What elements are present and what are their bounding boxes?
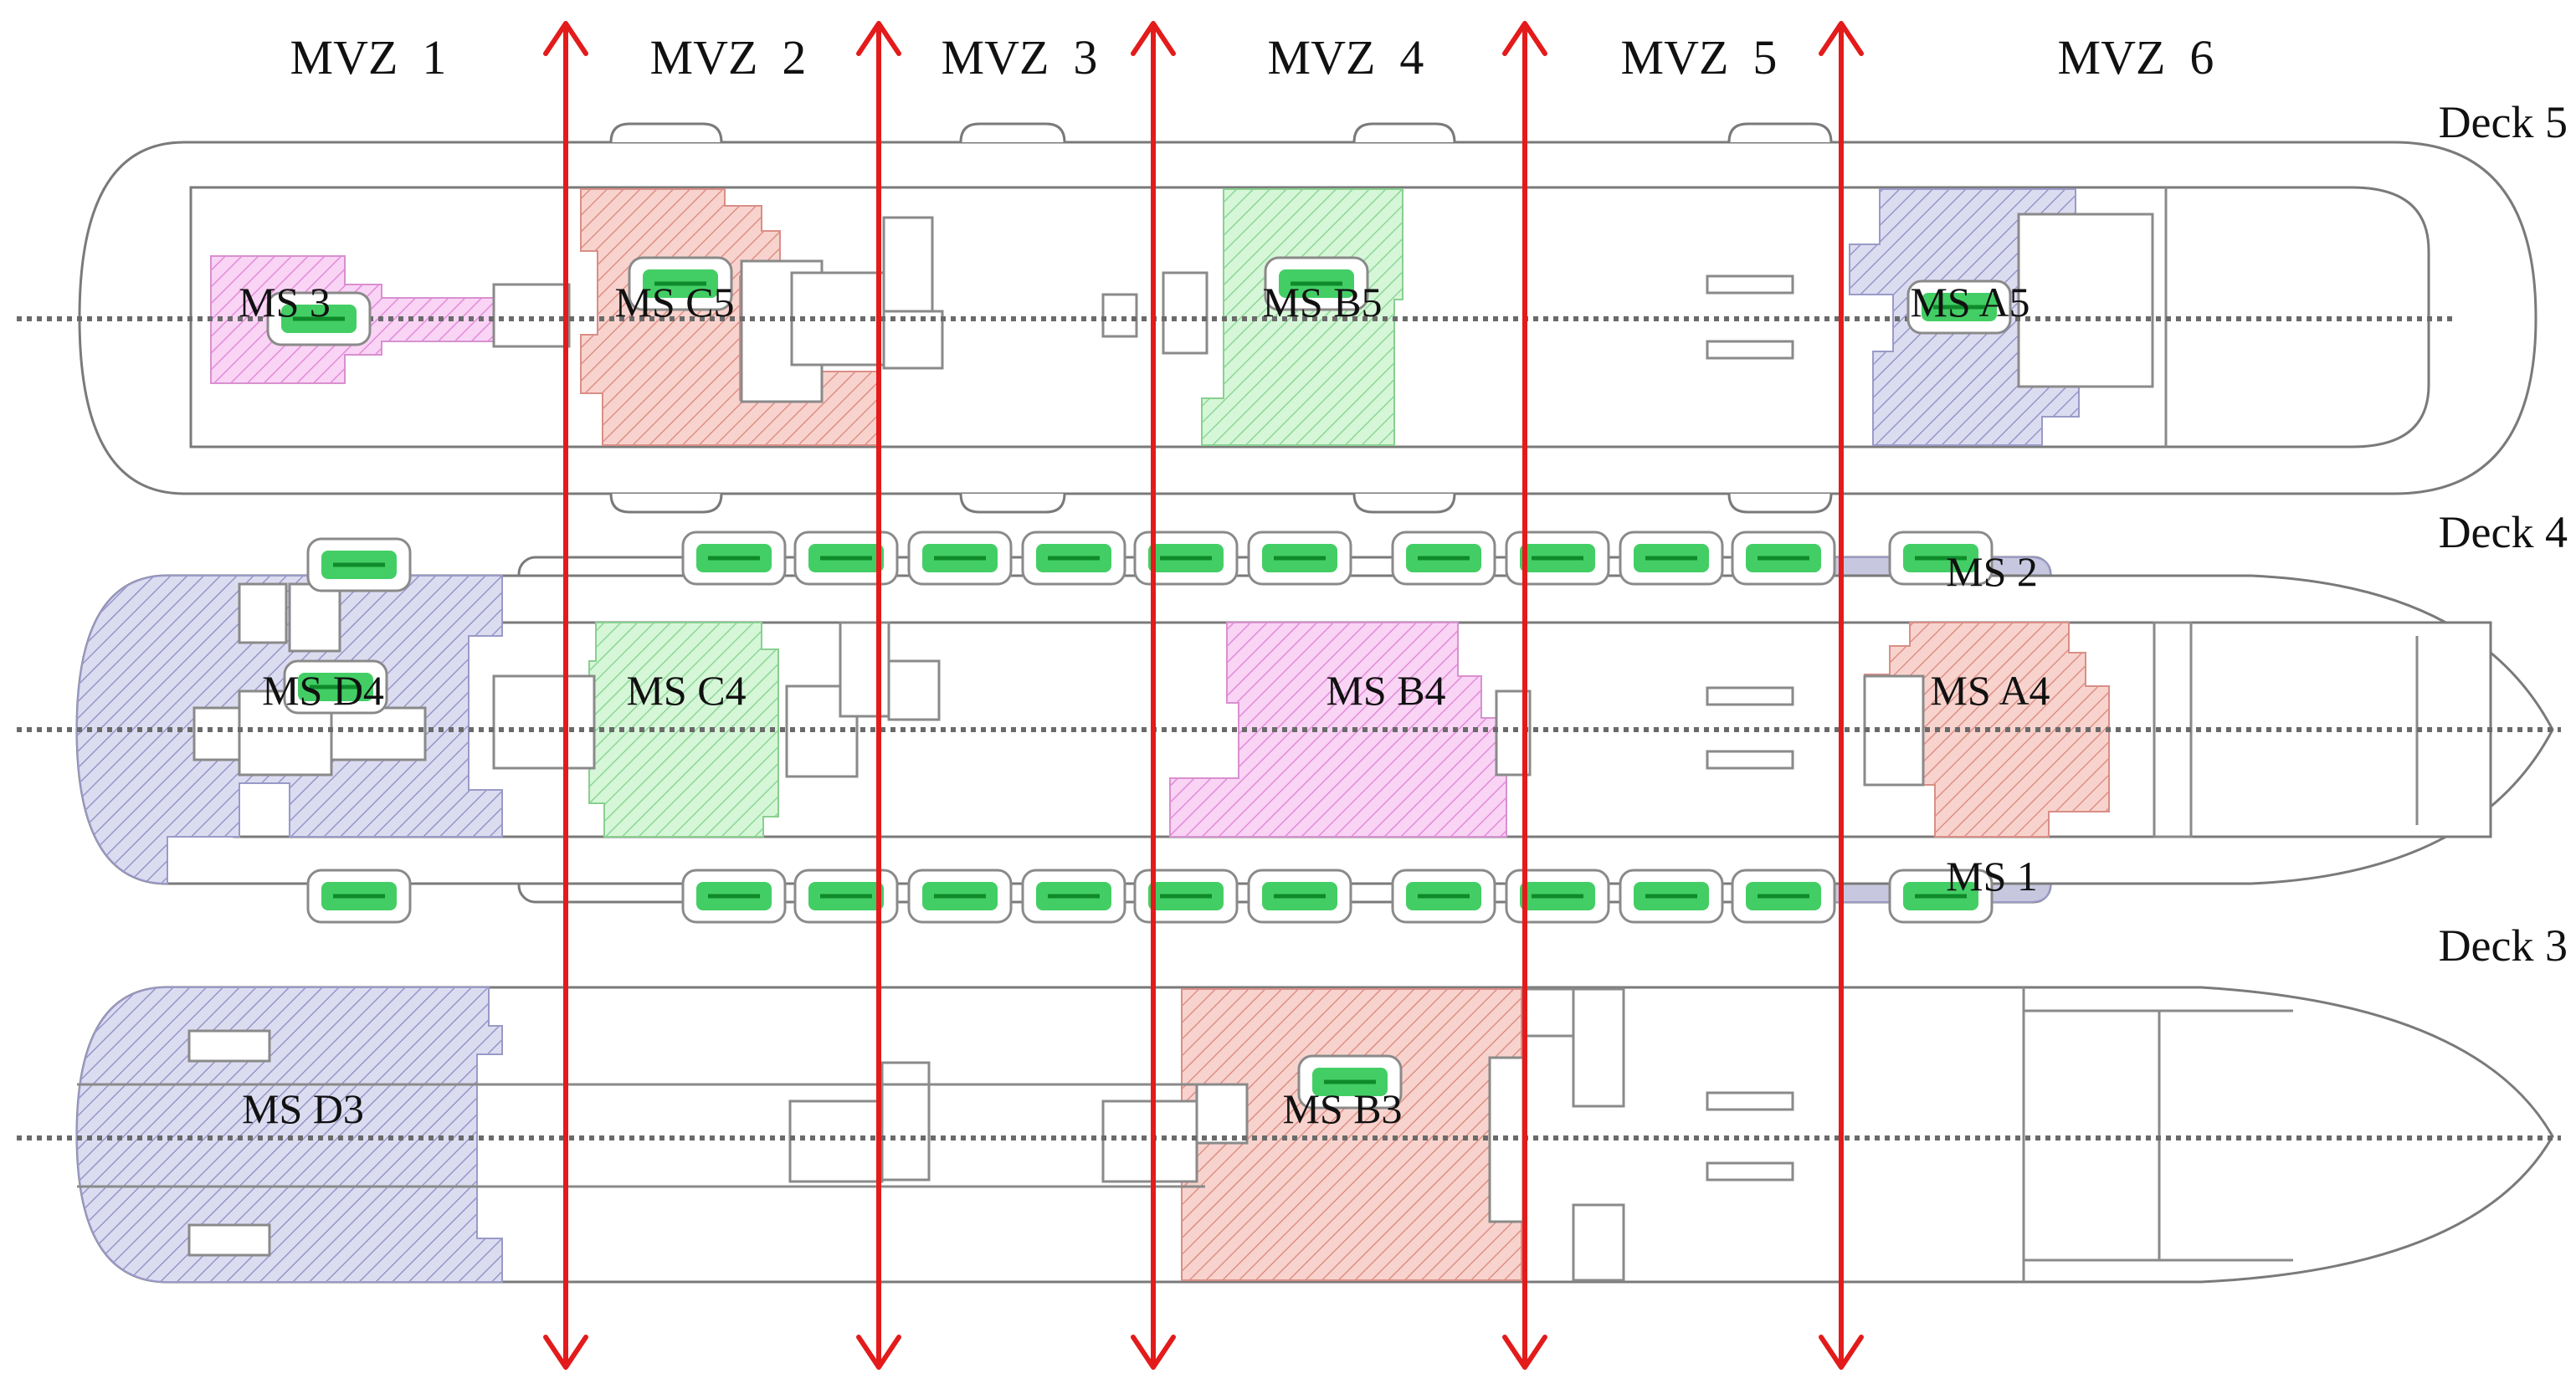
deck-5-msa5-label: MS A5 — [1910, 279, 2029, 325]
deck-label-4: Deck 4 — [2439, 507, 2568, 557]
deck-4-msd4-label: MS D4 — [262, 667, 384, 714]
zone-boundary-3-4 — [1131, 21, 1176, 1370]
deck-4-ms1-label: MS 1 — [1946, 853, 2038, 900]
deck-5-bumps — [609, 122, 1833, 514]
deck-3-structures — [187, 987, 1794, 1282]
zone-labels: MVZ 1 MVZ 2 MVZ 3 MVZ 4 MVZ 5 MVZ 6 — [290, 30, 2214, 85]
deck-5-plan: MS 3 MS C5 MS B5 MS A5 — [17, 122, 2538, 514]
zone-label-mvz6: MVZ 6 — [2058, 30, 2214, 85]
deck-4-msb4-label: MS B4 — [1326, 667, 1445, 714]
deck-3-plan: MS D3 MS B3 — [17, 986, 2561, 1284]
zone-label-mvz3: MVZ 3 — [942, 30, 1098, 85]
zone-label-mvz5: MVZ 5 — [1621, 30, 1778, 85]
zone-boundary-1-2 — [543, 21, 588, 1370]
deck-3-msd3-area — [75, 987, 503, 1283]
deck-4-msb4-area — [1169, 622, 1507, 838]
zone-label-mvz1: MVZ 1 — [290, 30, 447, 85]
deck-5-ms3-label: MS 3 — [239, 279, 331, 325]
deck-5-structures — [492, 213, 2154, 403]
zone-label-mvz2: MVZ 2 — [650, 30, 807, 85]
zone-label-mvz4: MVZ 4 — [1268, 30, 1424, 85]
deck-4-ms2-label: MS 2 — [1946, 548, 2038, 595]
zone-boundary-4-5 — [1502, 21, 1547, 1370]
deck-5-msb5-label: MS B5 — [1262, 279, 1382, 325]
deck-4-msa4-label: MS A4 — [1930, 667, 2050, 714]
zone-boundary-5-6 — [1819, 21, 1864, 1370]
deck-4-plan: MS 2 MS D4 MS C4 MS B4 MS A4 MS 1 — [17, 532, 2561, 922]
deck-5-msc5-label: MS C5 — [614, 279, 734, 325]
deck-label-5: Deck 5 — [2439, 97, 2568, 147]
deck-4-msc4-label: MS C4 — [626, 667, 746, 714]
deck-3-msd3-label: MS D3 — [242, 1085, 364, 1132]
deck-label-3: Deck 3 — [2439, 920, 2568, 971]
deck-labels: Deck 5 Deck 4 Deck 3 — [2439, 97, 2568, 971]
zone-boundary-2-3 — [856, 21, 901, 1370]
deck-3-msb3-label: MS B3 — [1282, 1085, 1402, 1132]
zone-boundaries — [543, 21, 1864, 1370]
